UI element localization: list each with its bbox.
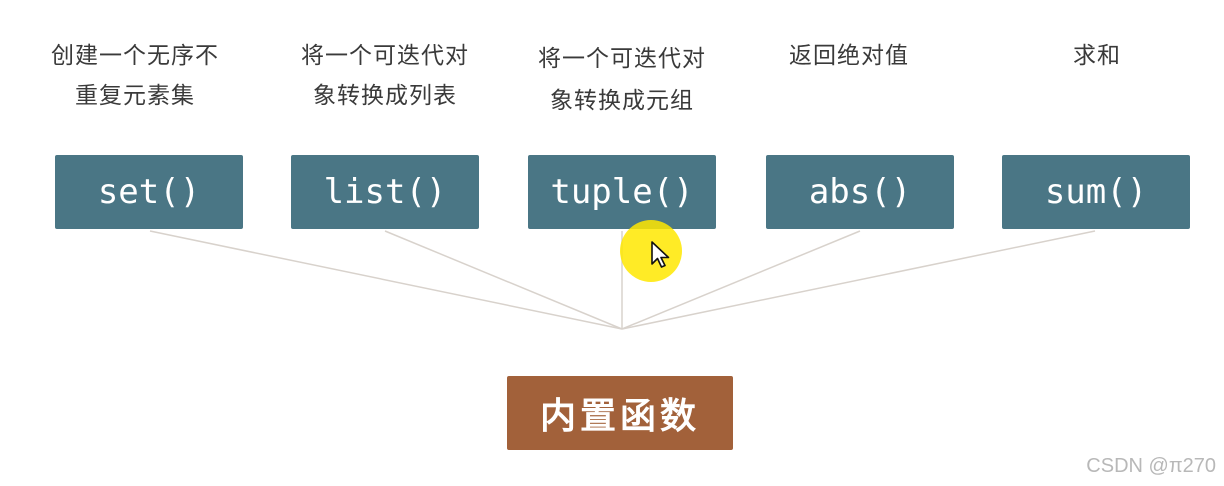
description-line: 求和: [1073, 43, 1121, 69]
watermark: CSDN @π270: [1086, 455, 1216, 477]
function-box-abs: abs(): [766, 155, 954, 229]
description-list: 将一个可迭代对 象转换成列表: [280, 36, 490, 116]
function-box-tuple: tuple(): [528, 155, 716, 229]
description-line: 返回绝对值: [789, 43, 909, 69]
description-abs: 返回绝对值: [744, 36, 954, 76]
connector-sum: [621, 230, 1096, 330]
description-line: 象转换成列表: [313, 83, 457, 109]
connector-abs: [621, 230, 861, 330]
connector-set: [149, 230, 623, 330]
function-box-set: set(): [55, 155, 243, 229]
connector-list: [384, 230, 623, 330]
mouse-pointer-icon: [651, 241, 670, 268]
description-line: 象转换成元组: [550, 88, 694, 114]
description-line: 将一个可迭代对: [538, 46, 706, 72]
function-box-list: list(): [291, 155, 479, 229]
description-line: 将一个可迭代对: [301, 43, 469, 69]
description-line: 创建一个无序不: [51, 43, 219, 69]
cursor-highlight: [620, 220, 682, 282]
description-sum: 求和: [992, 36, 1202, 76]
description-line: 重复元素集: [75, 83, 195, 109]
description-set: 创建一个无序不 重复元素集: [30, 36, 240, 116]
root-box-builtin-functions: 内置函数: [507, 376, 733, 450]
function-box-sum: sum(): [1002, 155, 1190, 229]
description-tuple: 将一个可迭代对 象转换成元组: [517, 38, 727, 122]
